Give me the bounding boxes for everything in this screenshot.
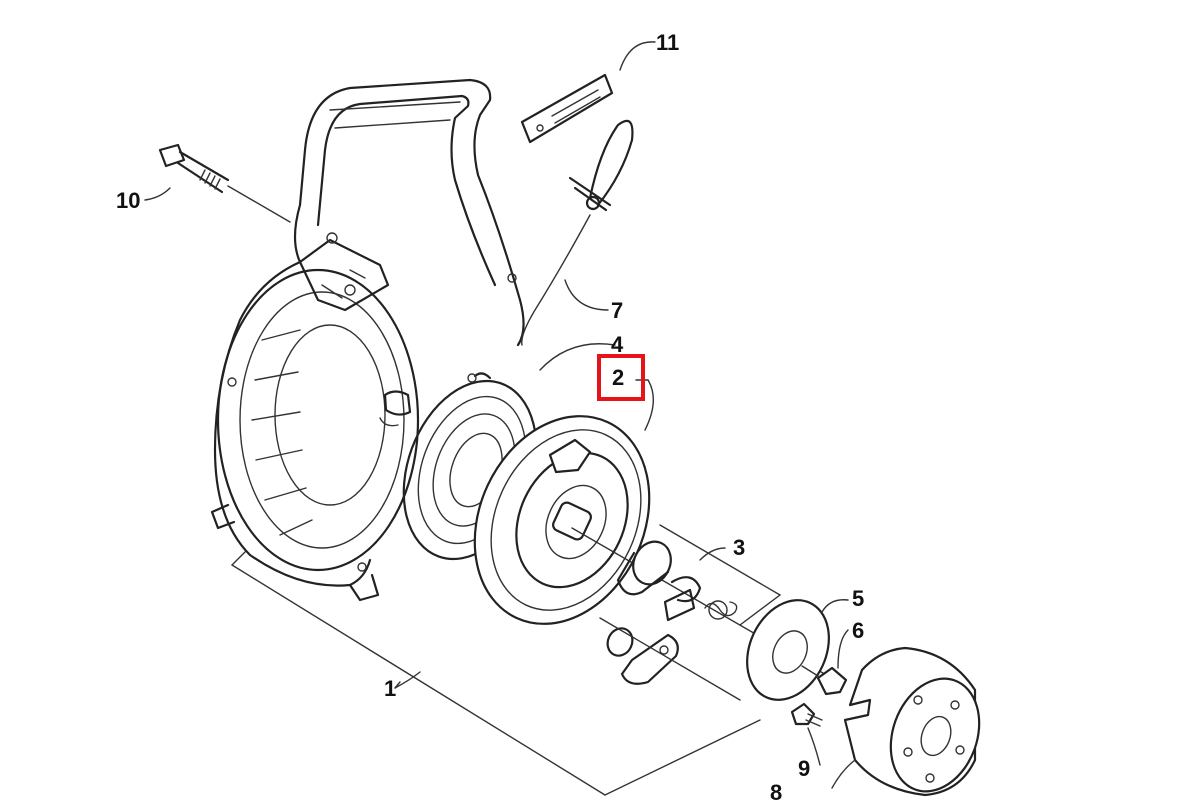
callout-1: 1 <box>384 676 396 701</box>
group-bracket-1 <box>231 551 761 796</box>
callout-4: 4 <box>611 332 624 357</box>
starter-rope-7 <box>521 119 634 346</box>
callout-3: 3 <box>733 535 745 560</box>
callout-8: 8 <box>770 780 782 800</box>
plate-5 <box>746 599 830 701</box>
screw-9 <box>790 702 823 727</box>
recoil-housing <box>210 78 525 602</box>
group-bracket-3 <box>599 524 782 701</box>
leader-lines <box>144 41 856 789</box>
pawl-kit-3 <box>606 540 738 685</box>
bolt-10 <box>158 143 291 223</box>
callout-2: 2 <box>612 365 624 390</box>
callout-7: 7 <box>611 298 623 323</box>
callout-9: 9 <box>798 756 810 781</box>
callout-2-highlight-box <box>597 354 645 401</box>
decal-plate-11 <box>520 73 614 144</box>
callout-6: 6 <box>852 618 864 643</box>
callout-10: 10 <box>116 188 140 213</box>
rope-pulley-2 <box>473 415 651 625</box>
callout-5: 5 <box>852 586 864 611</box>
starter-cup-8 <box>843 646 981 797</box>
callout-11: 11 <box>656 30 679 55</box>
callout-labels: 1 2 3 4 5 6 7 8 9 10 11 <box>116 30 864 800</box>
screw-6 <box>801 665 848 696</box>
